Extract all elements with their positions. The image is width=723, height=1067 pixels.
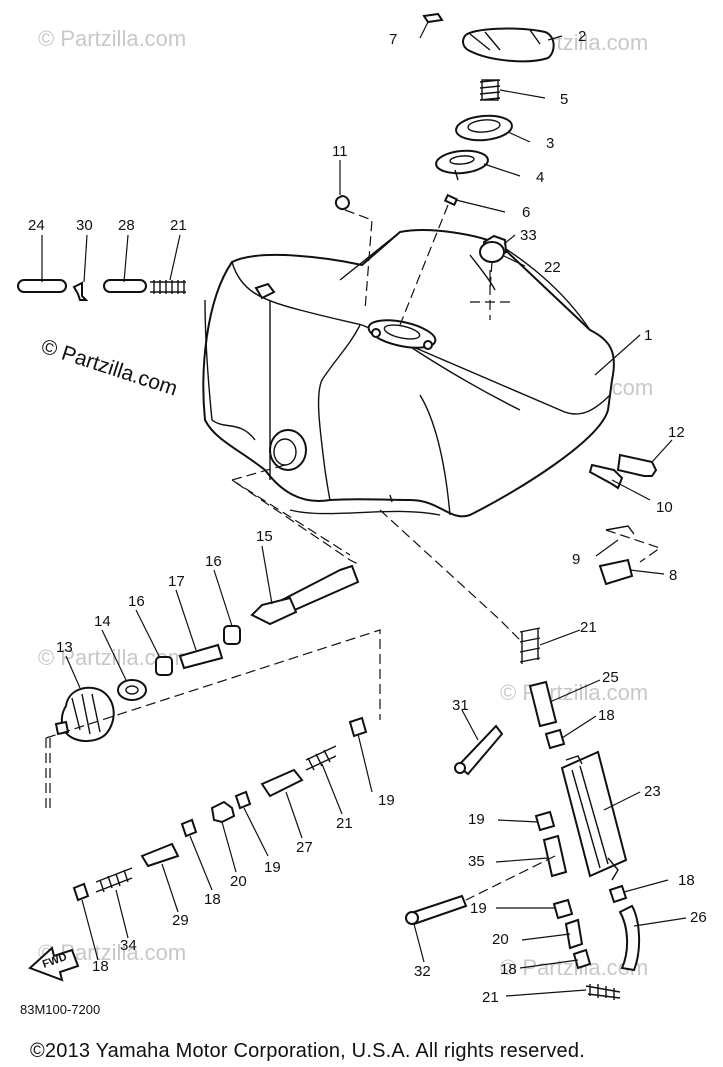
fuel-line-assembly-left bbox=[72, 716, 368, 902]
callout-7: 7 bbox=[389, 31, 397, 48]
callout-5: 5 bbox=[560, 91, 568, 108]
callout-21-top: 21 bbox=[170, 217, 187, 234]
callout-23: 23 bbox=[644, 783, 661, 800]
tank-bolts bbox=[588, 453, 658, 490]
callout-19-d: 19 bbox=[470, 900, 487, 917]
watermarks: © Partzilla.com © Partzilla.com © Partzi… bbox=[38, 26, 653, 980]
callout-6: 6 bbox=[522, 204, 530, 221]
callout-27: 27 bbox=[296, 839, 313, 856]
callout-24: 24 bbox=[28, 217, 45, 234]
callout-21-right: 21 bbox=[580, 619, 597, 636]
callout-33: 33 bbox=[520, 227, 537, 244]
callout-31: 31 bbox=[452, 697, 469, 714]
callout-19-c: 19 bbox=[264, 859, 281, 876]
callout-12: 12 bbox=[668, 424, 685, 441]
callout-17: 17 bbox=[168, 573, 185, 590]
callout-11: 11 bbox=[332, 143, 348, 160]
callout-35: 35 bbox=[468, 853, 485, 870]
part-11-clip bbox=[334, 194, 350, 210]
fuel-line-assembly-right bbox=[405, 627, 641, 1000]
callout-25: 25 bbox=[602, 669, 619, 686]
callout-18-a: 18 bbox=[598, 707, 615, 724]
callout-15: 15 bbox=[256, 528, 273, 545]
callout-20-b: 20 bbox=[492, 931, 509, 948]
callout-3: 3 bbox=[546, 135, 554, 152]
callout-21-bottom: 21 bbox=[482, 989, 499, 1006]
callout-19-a: 19 bbox=[378, 792, 395, 809]
callout-32: 32 bbox=[414, 963, 431, 980]
callout-4: 4 bbox=[536, 169, 544, 186]
fuel-tank bbox=[202, 229, 615, 518]
callout-18-b: 18 bbox=[678, 872, 695, 889]
leader-lines bbox=[41, 21, 687, 997]
callout-18-e: 18 bbox=[500, 961, 517, 978]
callout-16-b: 16 bbox=[128, 593, 145, 610]
tank-fittings bbox=[598, 525, 662, 586]
watermark-top-left: © Partzilla.com bbox=[38, 26, 186, 51]
callout-14: 14 bbox=[94, 613, 111, 630]
watermark-center: © Partzilla.com bbox=[38, 335, 180, 401]
callout-22: 22 bbox=[544, 259, 561, 276]
callout-34: 34 bbox=[120, 937, 137, 954]
fwd-arrow-icon: FWD bbox=[28, 946, 80, 982]
left-hose-parts bbox=[17, 279, 186, 301]
callout-10: 10 bbox=[656, 499, 673, 516]
callout-18-d: 18 bbox=[92, 958, 109, 975]
callout-29: 29 bbox=[172, 912, 189, 929]
callout-16-a: 16 bbox=[205, 553, 222, 570]
callout-18-c: 18 bbox=[204, 891, 221, 908]
fuel-cap-assembly bbox=[399, 12, 555, 326]
callout-19-b: 19 bbox=[468, 811, 485, 828]
callout-30: 30 bbox=[76, 217, 93, 234]
callout-1: 1 bbox=[644, 327, 652, 344]
callout-8: 8 bbox=[669, 567, 677, 584]
callout-13: 13 bbox=[56, 639, 73, 656]
callout-2: 2 bbox=[578, 28, 586, 45]
watermark-right-lower: © Partzilla.com bbox=[500, 680, 648, 705]
callout-26: 26 bbox=[690, 909, 707, 926]
callout-20-a: 20 bbox=[230, 873, 247, 890]
callout-9: 9 bbox=[572, 551, 580, 568]
callout-28: 28 bbox=[118, 217, 135, 234]
callout-labels: 7 2 5 3 4 6 33 22 11 24 30 28 21 1 12 10… bbox=[28, 28, 707, 1006]
fuel-cock-parts bbox=[45, 564, 381, 812]
callout-21-mid: 21 bbox=[336, 815, 353, 832]
copyright-notice: ©2013 Yamaha Motor Corporation, U.S.A. A… bbox=[30, 1040, 585, 1062]
diagram-code: 83M100-7200 bbox=[20, 1002, 101, 1017]
